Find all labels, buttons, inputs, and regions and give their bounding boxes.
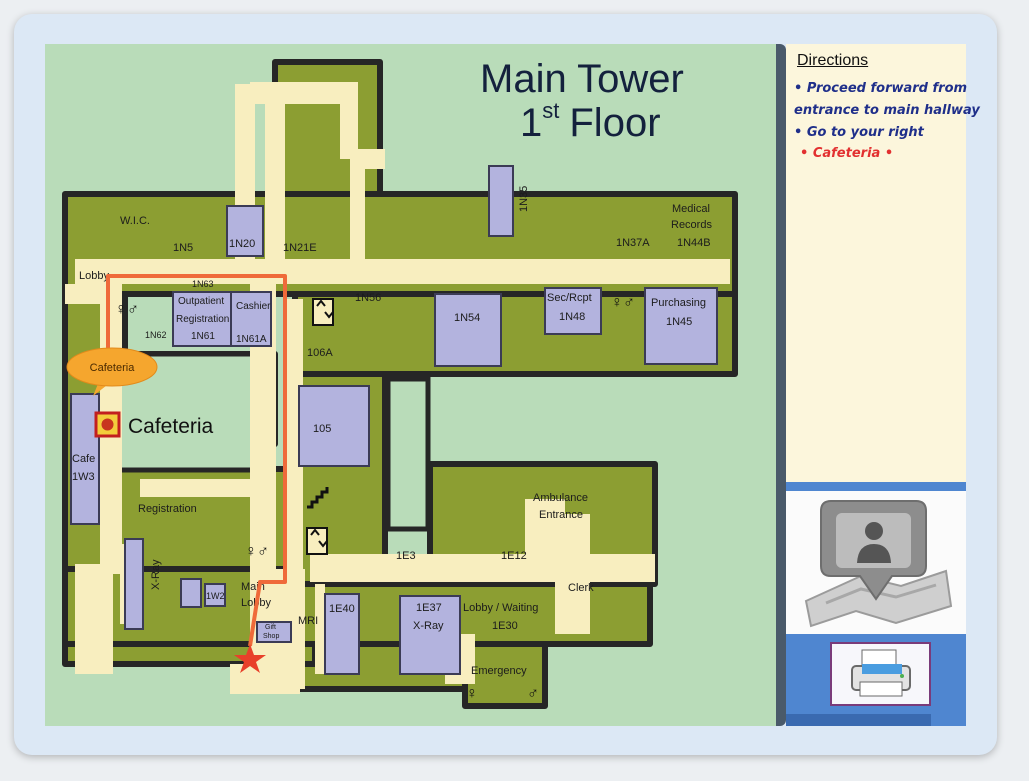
room-1n56: 1N56 (355, 292, 381, 304)
room-1n20: 1N20 (229, 238, 255, 250)
room-emergency: Emergency (471, 665, 527, 677)
room-1n61a: 1N61A (236, 334, 267, 345)
print-panel (786, 634, 966, 726)
room-1e30: 1E30 (492, 620, 518, 632)
rooms (70, 165, 718, 675)
directions-panel: Directions • Proceed forward from entran… (786, 44, 980, 482)
room-ambulance: Ambulance (533, 492, 588, 504)
restroom-icon: ♀♂ (611, 294, 635, 311)
restroom-icon: ♀♂ (245, 543, 269, 560)
bottom-bar (786, 714, 931, 726)
stairs-icon (307, 487, 329, 509)
room-shop: Shop (263, 633, 279, 640)
room-xray-east: X-Ray (413, 620, 444, 632)
room-105: 105 (313, 423, 331, 435)
direction-step-1: • Proceed forward from (794, 81, 968, 96)
room-cashier: Cashier (236, 301, 271, 312)
corridors (65, 82, 730, 694)
printer-icon (851, 649, 911, 697)
callout-label: Cafeteria (90, 362, 136, 374)
cafeteria-callout[interactable]: Cafeteria (66, 347, 158, 396)
room-wic: W.I.C. (120, 215, 150, 227)
room-mri: MRI (298, 615, 318, 627)
directions-heading: Directions (797, 52, 869, 69)
room-gift: Gift (265, 624, 276, 631)
location-icon-panel[interactable] (786, 491, 966, 634)
room-1n5: 1N5 (173, 242, 193, 254)
destination-label: Cafeteria (128, 415, 214, 438)
room-secrcpt: Sec/Rcpt (547, 292, 592, 304)
room-registration-1: Registration (176, 314, 229, 325)
print-button[interactable] (830, 642, 931, 706)
restroom-icons: ♀♂ ♀♂ ♀♂ ♀ ♂ (115, 294, 635, 702)
direction-step-2: • Go to your right (794, 125, 924, 140)
room-1e37: 1E37 (416, 602, 442, 614)
room-1n45: 1N45 (666, 316, 692, 328)
room-entrance: Entrance (539, 509, 583, 521)
room-1n54: 1N54 (454, 312, 480, 324)
room-1e12: 1E12 (501, 550, 527, 562)
room-cafe: Cafe (72, 453, 95, 465)
room-medical: Medical (672, 203, 710, 215)
room-outpatient: Outpatient (178, 296, 224, 307)
room-1w3: 1W3 (72, 471, 95, 483)
room-1n61: 1N61 (191, 331, 215, 342)
room-1n35: 1N35 (518, 186, 530, 212)
room-1e40: 1E40 (329, 603, 355, 615)
room-clerk: Clerk (568, 582, 594, 594)
room-1n63: 1N63 (192, 279, 214, 289)
restroom-icon: ♀♂ (115, 301, 139, 318)
map-title-line1: Main Tower (480, 57, 684, 101)
room-1e3: 1E3 (396, 550, 416, 562)
room-xray-west: X-Ray (150, 559, 162, 590)
room-1n44b: 1N44B (677, 237, 711, 249)
elevator-icon (312, 298, 334, 326)
room-1w2: 1W2 (206, 591, 225, 601)
direction-step-1-cont: entrance to main hallway (794, 103, 980, 118)
room-1n48: 1N48 (559, 311, 585, 323)
you-are-here-star-icon (234, 644, 266, 673)
room-registration-2: Registration (138, 503, 197, 515)
elevator-icon (306, 527, 328, 555)
room-lobby-waiting: Lobby / Waiting (463, 602, 538, 614)
room-106a: 106A (307, 347, 333, 359)
destination-marker[interactable] (94, 411, 121, 438)
panel-separator (786, 482, 966, 491)
room-labels: W.I.C. 1N5 1N20 1N21E 1N35 Medical Recor… (72, 186, 712, 677)
panel-divider (776, 44, 786, 726)
room-purchasing: Purchasing (651, 297, 706, 309)
elevator-icons (306, 298, 334, 555)
room-1n21e: 1N21E (283, 242, 317, 254)
restroom-icon: ♀ (466, 685, 478, 702)
restroom-icon: ♂ (527, 685, 539, 702)
route-path (106, 274, 287, 647)
direction-destination: • Cafeteria • (800, 146, 894, 161)
map-pin-person-icon (804, 500, 953, 628)
room-lobby: Lobby (79, 270, 109, 282)
room-1n37a: 1N37A (616, 237, 650, 249)
room-records: Records (671, 219, 712, 231)
room-1n62: 1N62 (145, 330, 167, 340)
